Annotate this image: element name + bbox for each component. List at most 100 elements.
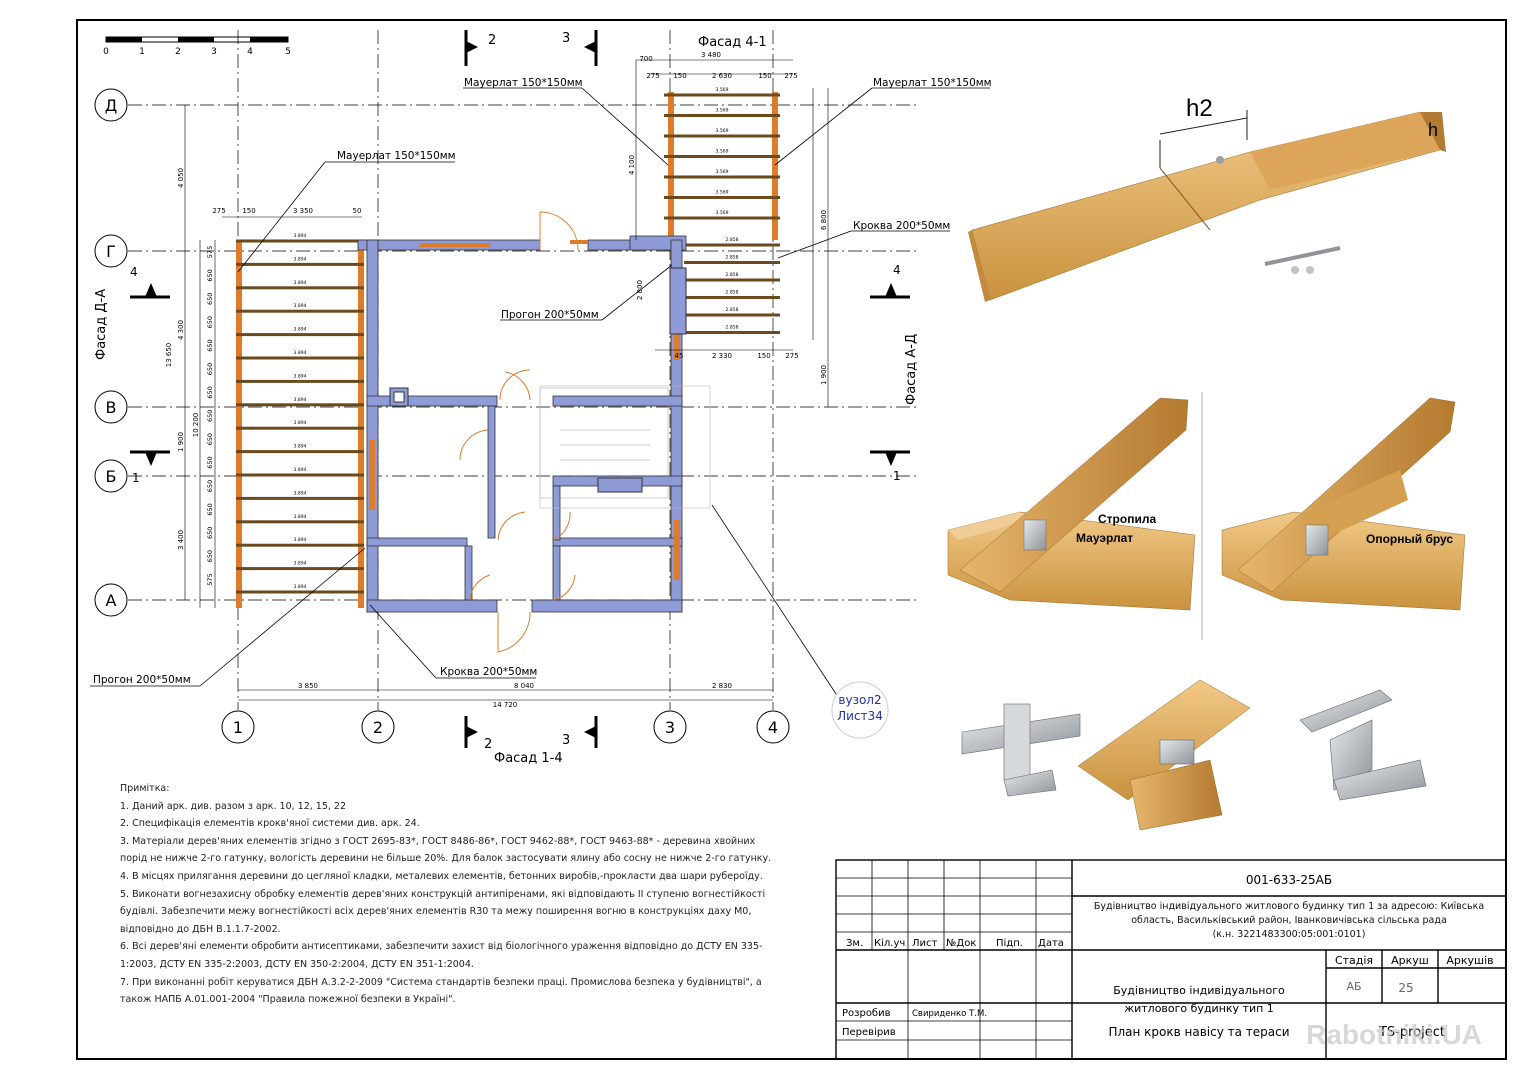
dim-left-top: 50: [353, 207, 362, 215]
scale-tick: 4: [247, 47, 253, 57]
left-rafter-length: 3.894: [294, 303, 307, 309]
facade-label-bottom: Фасад 1-4: [494, 751, 563, 766]
left-rafter-length: 3.894: [294, 490, 307, 496]
tb-drawing-name: План крокв навісу та тераси: [1108, 1025, 1289, 1039]
top-rafter: [664, 175, 780, 179]
section-label: 1: [132, 471, 140, 485]
scale-tick: 0: [103, 47, 109, 57]
section-label: 3: [562, 31, 570, 46]
dimension-lines: [184, 59, 829, 701]
top-rafter-length: 3.569: [716, 210, 729, 216]
lower-rafter: [684, 313, 780, 317]
lower-rafter: [684, 296, 780, 299]
left-rafter: [236, 333, 364, 337]
dim-left: 1 900: [177, 432, 185, 452]
rafter-spacing-dim: 650: [206, 363, 214, 375]
dim-top-sub: 2 630: [712, 72, 732, 80]
dim-right-side: 1 900: [820, 365, 828, 385]
axis-label-4: 4: [768, 718, 778, 737]
label-h2: h2: [1186, 95, 1213, 122]
top-rafter-length: 3.569: [716, 87, 729, 93]
lower-rafter: [684, 331, 780, 334]
beam-splice-illustration: h2 h: [968, 95, 1446, 302]
callout-mauerlat-left: Мауерлат 150*150мм: [337, 150, 456, 162]
doors: [459, 211, 579, 653]
top-rafter: [664, 114, 780, 117]
top-rafter-length: 3.569: [716, 128, 729, 134]
watermark: Rabotniki.UA: [1306, 1019, 1482, 1050]
left-rafter: [236, 286, 364, 290]
rafter-spacing-dim: 650: [206, 386, 214, 398]
tb-code: 001-633-25АБ: [1246, 873, 1332, 887]
callout-krokva-right: Кроква 200*50мм: [853, 220, 950, 232]
lower-rafter-length: 2.858: [726, 255, 739, 261]
section-label: 4: [130, 265, 138, 279]
callout-leaders: [90, 87, 990, 701]
axis-label-g: Г: [106, 242, 116, 261]
section-label: 4: [893, 263, 901, 277]
title-block: [835, 859, 1507, 1060]
section-label: 2: [488, 33, 496, 48]
top-canopy-frame: [668, 92, 778, 240]
top-rafter: [664, 93, 780, 97]
left-rafter: [236, 356, 364, 360]
left-rafter: [236, 543, 364, 547]
tb-developed-label: Розробив: [842, 1008, 891, 1019]
axis-label-1: 1: [233, 718, 243, 737]
title-block-grid: [836, 860, 1072, 1059]
note-item: 5. Виконати вогнезахисну обробку елемент…: [120, 888, 766, 935]
dim-left-total: 13 650: [165, 343, 173, 368]
section-label: 3: [562, 733, 570, 748]
tb-sheet-header: Аркуш: [1391, 954, 1429, 967]
node-frame: [539, 385, 711, 509]
lower-rafter: [684, 261, 780, 264]
note-item: 6. Всі дерев'яні елементи обробити антис…: [120, 941, 763, 970]
left-rafter-length: 3.894: [294, 444, 307, 450]
axis-label-a: А: [106, 591, 117, 610]
tb-cadastre: (к.н. 3221483300:05:001:0101): [1212, 929, 1366, 940]
left-rafter: [236, 379, 364, 383]
tb-project-text: Будівництво індивідуального житлового бу…: [1093, 901, 1485, 926]
note-item: 7. При виконанні робіт керуватися ДБН А.…: [120, 976, 762, 1006]
left-rafter: [236, 520, 364, 524]
dim-left-inner: 10 200: [192, 413, 200, 438]
rafter-mauerlat-illustration: Стропила Мауэрлат: [947, 397, 1196, 611]
tb-company: TS-project: [1378, 1025, 1445, 1040]
note-item: 1. Даний арк. див. разом з арк. 10, 12, …: [120, 800, 346, 812]
lower-rafter-length: 2.858: [726, 272, 739, 278]
left-rafter-length: 3.894: [294, 373, 307, 379]
axis-label-3: 3: [665, 718, 675, 737]
node-reference: вузол2 Лист34: [831, 681, 889, 739]
dim-left: 4 300: [177, 320, 185, 340]
callout-mauerlat-top-right: Мауерлат 150*150мм: [873, 77, 992, 89]
left-rafter-length: 3.894: [294, 256, 307, 262]
scale-tick: 3: [211, 47, 217, 57]
lower-rafter-length: 2.858: [726, 290, 739, 296]
section-markers: [130, 30, 910, 748]
tb-object-line1: Будівництво індивідуального: [1113, 984, 1285, 997]
tb-header: Кіл.уч: [874, 937, 905, 949]
lower-rafter: [684, 278, 780, 282]
windows: [369, 240, 680, 580]
tb-stage: АБ: [1346, 980, 1361, 993]
dim-bottom: 8 040: [514, 682, 534, 690]
title-headers: Зм. Кіл.уч Лист №Док Підп. Дата Розробив…: [842, 937, 1064, 1038]
facade-label-left: Фасад Д-А: [94, 289, 109, 360]
dim-right-side: 6 800: [820, 210, 828, 230]
axis-label-d: Д: [105, 96, 118, 115]
node-ref-1: вузол2: [838, 693, 881, 707]
notes-block: Примітка: 1. Даний арк. див. разом з арк…: [120, 780, 780, 1009]
callout-progon-left: Прогон 200*50мм: [93, 674, 191, 686]
section-arrows: [145, 41, 897, 738]
left-rafter: [236, 590, 364, 594]
top-rafter: [664, 196, 780, 199]
axis-grid: [128, 30, 920, 710]
scale-bar: 0 1 2 3 4 5: [103, 36, 291, 57]
dim-top-bottom: 275: [785, 352, 798, 360]
tb-object-line2: житлового будинку тип 1: [1124, 1002, 1274, 1015]
left-rafter-length: 3.894: [294, 561, 307, 567]
tb-project: Будівництво індивідуального житлового бу…: [1080, 900, 1498, 942]
top-rafter: [664, 216, 780, 220]
